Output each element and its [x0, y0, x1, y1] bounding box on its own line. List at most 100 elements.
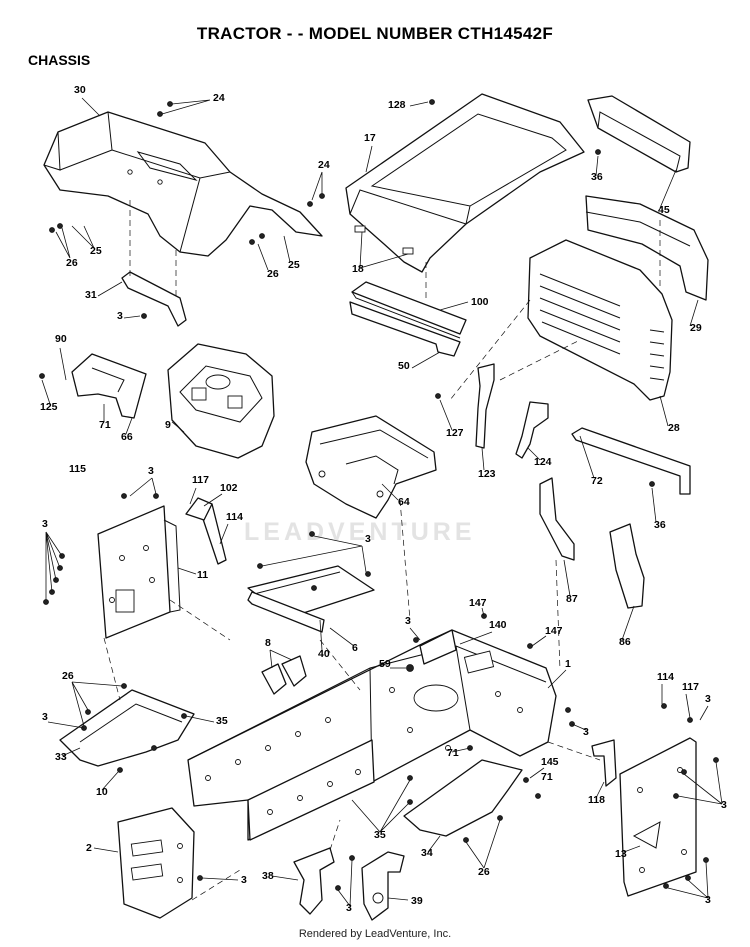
callout-31: 31 [85, 289, 97, 301]
part-8-clips [261, 655, 307, 695]
part-72-bracket [571, 427, 691, 495]
callout-115: 115 [69, 463, 86, 475]
part-callouts: 3024242625262531312817364518100502928901… [40, 84, 727, 914]
section-heading: CHASSIS [28, 52, 91, 68]
callout-147: 147 [545, 625, 563, 637]
callout-145: 145 [541, 756, 559, 768]
callout-118: 118 [588, 794, 605, 806]
part-66-plate [71, 353, 147, 419]
callout-35: 35 [374, 829, 386, 841]
callout-6: 6 [352, 642, 358, 654]
callout-114: 114 [226, 511, 243, 523]
callout-29: 29 [690, 322, 702, 334]
callout-25: 25 [288, 259, 300, 271]
part-1-main-frame [187, 629, 557, 841]
fasteners [39, 99, 719, 891]
callout-72: 72 [591, 475, 603, 487]
callout-117: 117 [682, 681, 699, 693]
callout-66: 66 [121, 431, 133, 443]
part-118-bracket [591, 739, 617, 787]
callout-13: 13 [615, 848, 627, 860]
callout-125: 125 [40, 401, 58, 413]
callout-140: 140 [489, 619, 507, 631]
part-102-clip [185, 497, 213, 521]
part-30-dash-panel [43, 111, 323, 257]
callout-71: 71 [99, 419, 111, 431]
part-33-footrest [59, 689, 195, 767]
callout-128: 128 [388, 99, 406, 111]
part-17-hood [345, 93, 585, 273]
part-123-bracket [475, 363, 495, 449]
callout-10: 10 [96, 786, 108, 798]
callout-33: 33 [55, 751, 67, 763]
part-28-grille [527, 239, 673, 401]
callout-26: 26 [62, 670, 74, 682]
callout-71: 71 [447, 747, 459, 759]
callout-38: 38 [262, 870, 274, 882]
part-11-side-plate [97, 505, 181, 639]
part-124-bracket [515, 401, 549, 459]
callout-87: 87 [566, 593, 578, 605]
callout-3: 3 [241, 874, 247, 886]
callout-24: 24 [213, 92, 225, 104]
callout-1: 1 [565, 658, 571, 670]
part-6-bracket [247, 591, 325, 633]
callout-124: 124 [534, 456, 552, 468]
callout-9: 9 [165, 419, 171, 431]
callout-90: 90 [55, 333, 67, 345]
callout-26: 26 [66, 257, 78, 269]
callout-127: 127 [446, 427, 464, 439]
callout-11: 11 [197, 569, 208, 581]
callout-3: 3 [705, 693, 711, 705]
callout-26: 26 [267, 268, 279, 280]
callout-39: 39 [411, 895, 423, 907]
callout-114: 114 [657, 671, 674, 683]
callout-3: 3 [346, 902, 352, 914]
callout-8: 8 [265, 637, 271, 649]
callout-3: 3 [721, 799, 727, 811]
footer-credit: Rendered by LeadVenture, Inc. [298, 928, 452, 940]
callout-117: 117 [192, 474, 209, 486]
callout-3: 3 [148, 465, 154, 477]
part-39-bracket [361, 851, 405, 921]
callout-36: 36 [654, 519, 666, 531]
part-50-bracket [349, 301, 461, 357]
part-38-bracket [293, 847, 335, 915]
callout-17: 17 [364, 132, 376, 144]
part-64-mount [305, 415, 437, 519]
callout-3: 3 [705, 894, 711, 906]
leader-lines [41, 97, 723, 907]
callout-26: 26 [478, 866, 490, 878]
callout-28: 28 [668, 422, 680, 434]
callout-3: 3 [365, 533, 371, 545]
callout-64: 64 [398, 496, 410, 508]
part-86-panel [609, 523, 645, 609]
part-29-grille-mesh [585, 195, 709, 301]
watermark-text: LEADVENTURE [244, 518, 476, 546]
callout-3: 3 [42, 518, 48, 530]
part-9-fuel-tank [167, 343, 275, 459]
page-title: TRACTOR - - MODEL NUMBER CTH14542F [196, 24, 554, 43]
callout-40: 40 [318, 648, 330, 660]
callout-3: 3 [42, 711, 48, 723]
callout-45: 45 [658, 204, 670, 216]
callout-35: 35 [216, 715, 228, 727]
callout-3: 3 [405, 615, 411, 627]
callout-123: 123 [478, 468, 496, 480]
callout-102: 102 [220, 482, 238, 494]
callout-71: 71 [541, 771, 553, 783]
callout-36: 36 [591, 171, 603, 183]
callout-50: 50 [398, 360, 410, 372]
part-45-hood-bracket [587, 95, 691, 173]
callout-3: 3 [117, 310, 123, 322]
callout-30: 30 [74, 84, 86, 96]
part-2-front-plate [117, 807, 195, 919]
callout-2: 2 [86, 842, 92, 854]
part-13-rear-plate [619, 737, 697, 897]
part-34-plate [403, 759, 523, 837]
part-100-bracket [351, 281, 467, 339]
assembly-lines [103, 200, 661, 901]
part-87-panel [539, 477, 575, 561]
callout-86: 86 [619, 636, 631, 648]
